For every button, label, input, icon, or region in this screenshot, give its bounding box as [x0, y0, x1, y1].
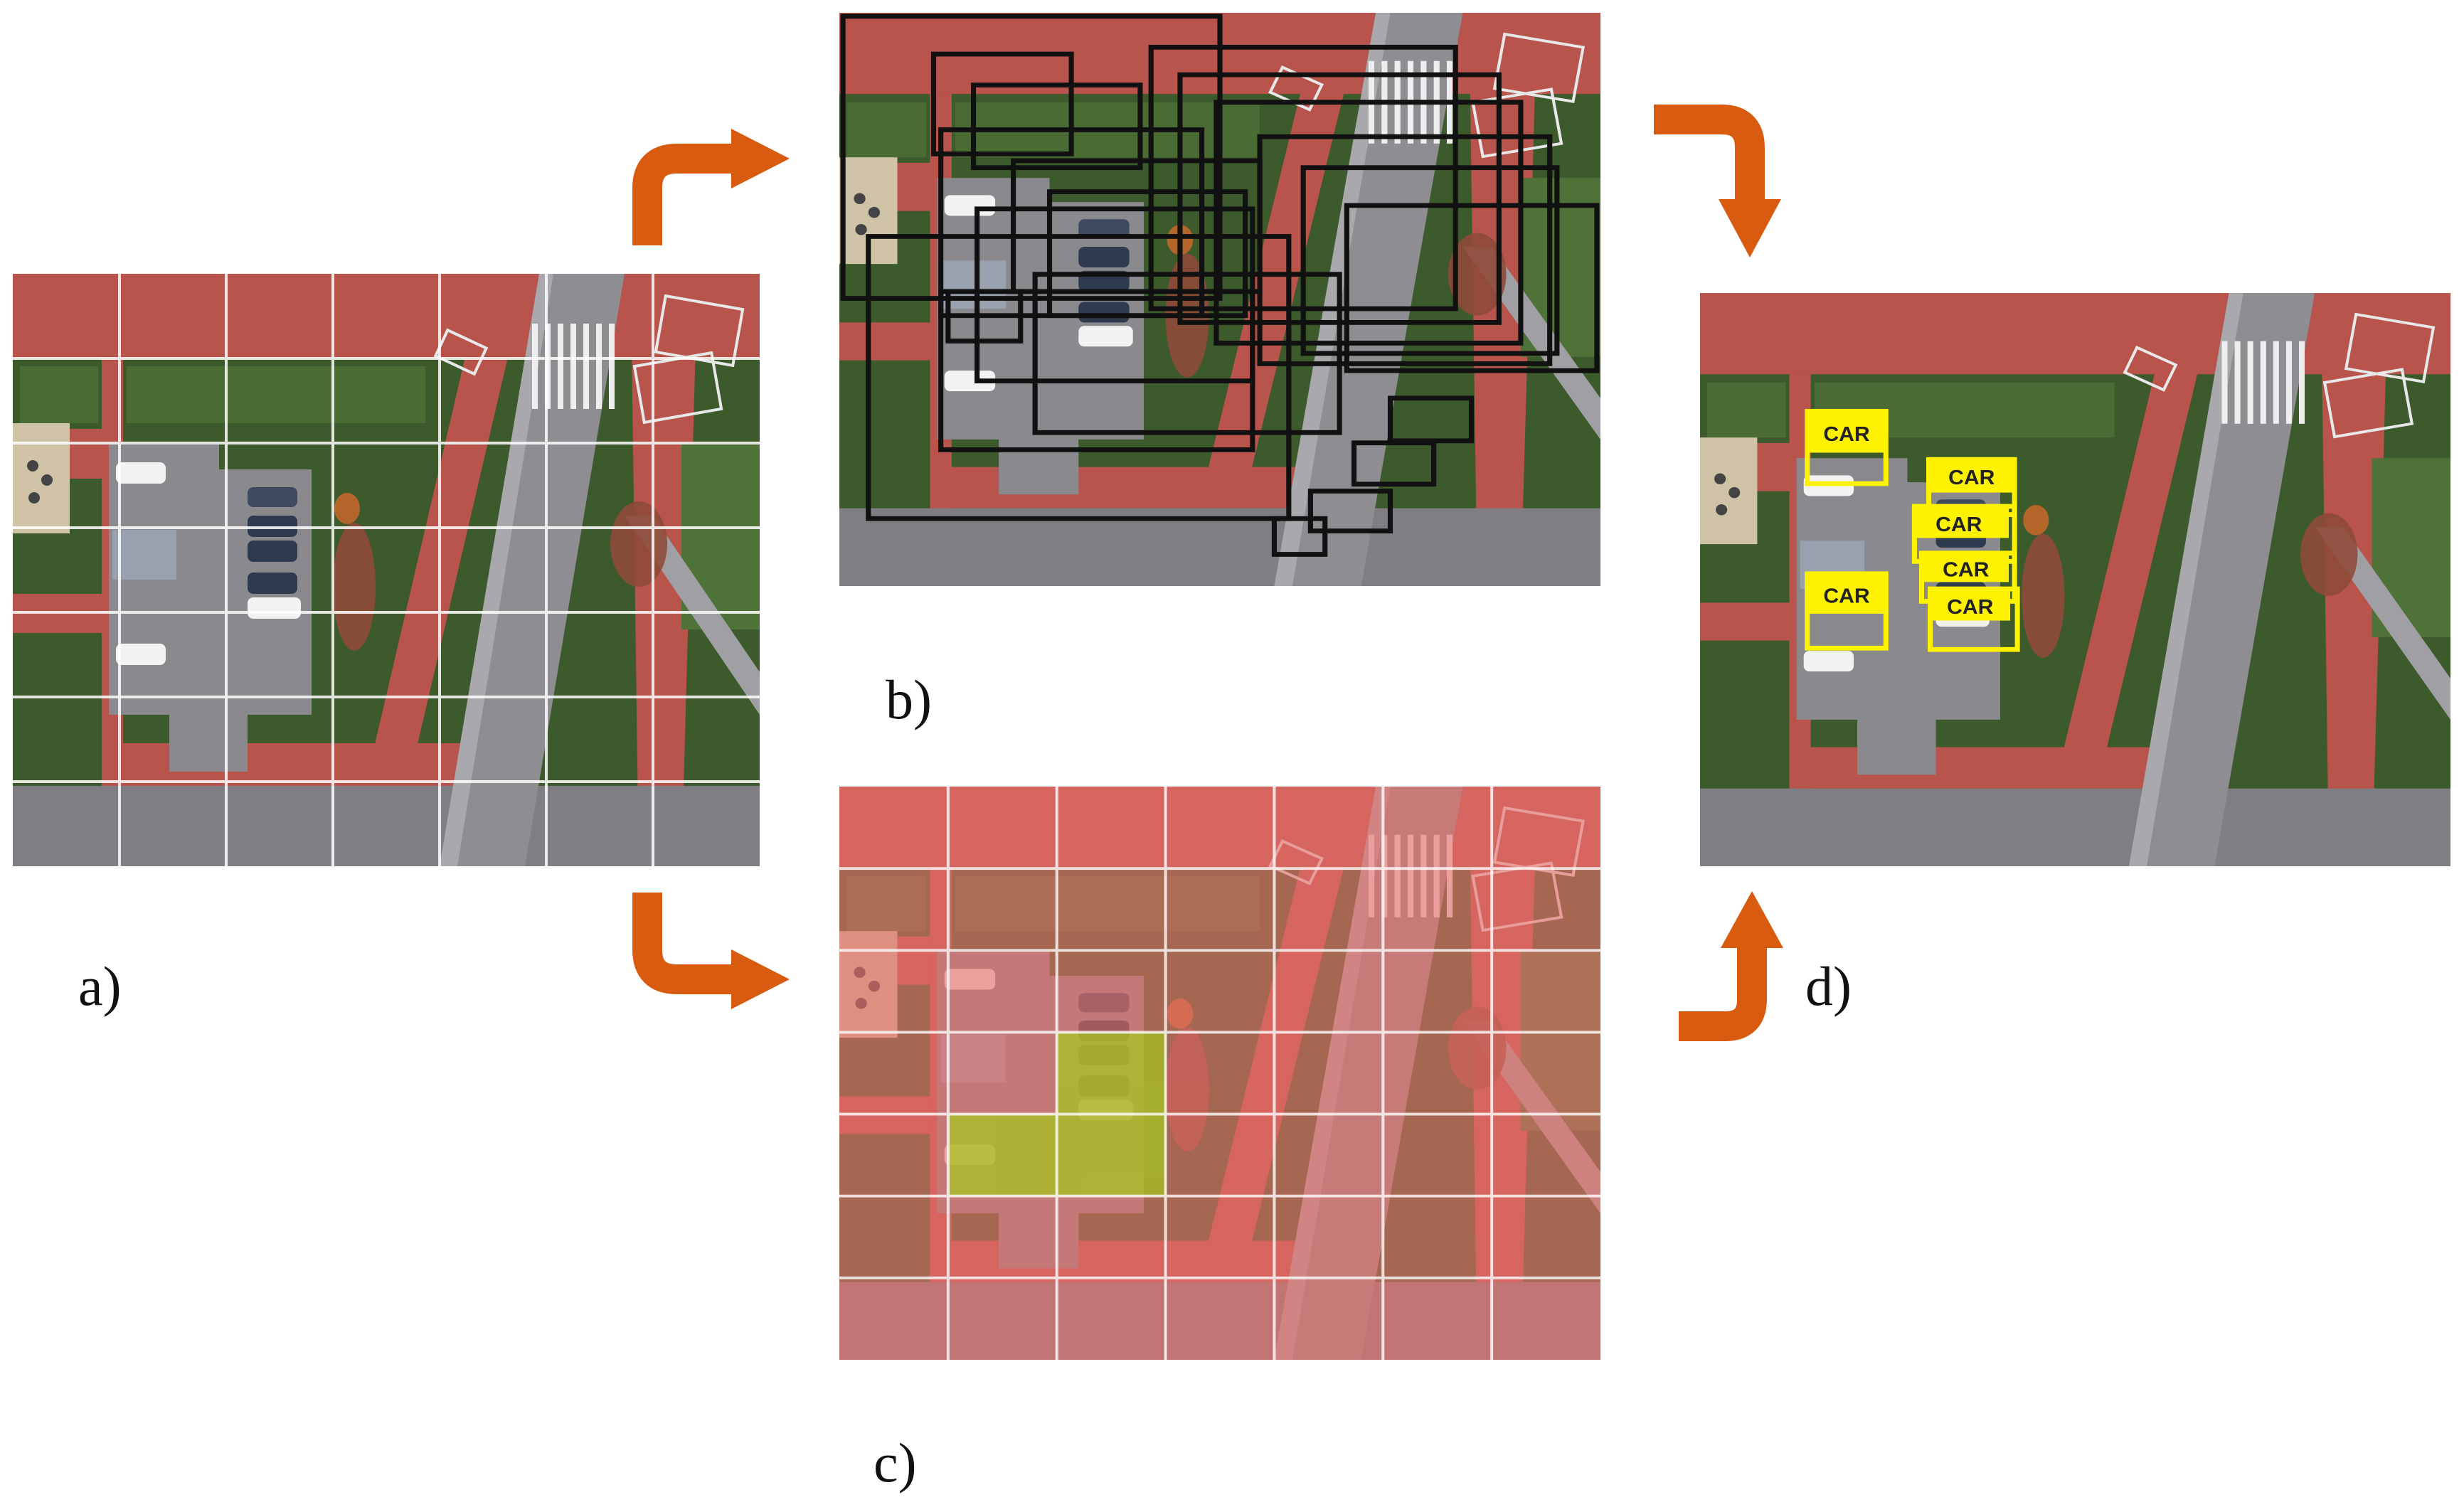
grid-overlay: [839, 787, 1600, 1360]
arrow-b-to-d-icon: [1654, 105, 1781, 257]
detection-tag-1: CAR: [1823, 423, 1869, 446]
label-c: c): [873, 1432, 917, 1494]
detection-tag-5: CAR: [1943, 558, 1989, 581]
detection-tags: [1808, 412, 2014, 621]
grid-overlay: [13, 274, 760, 866]
panel-a-input-grid: [13, 274, 760, 866]
label-b: b): [886, 669, 932, 730]
detection-tag-4: CAR: [1935, 513, 1982, 536]
label-d: d): [1805, 955, 1852, 1017]
detection-tag-2: CAR: [1823, 585, 1869, 607]
detection-tag-3: CAR: [1948, 466, 1995, 489]
panel-c-class-probability-map: [839, 787, 1600, 1360]
detection-tag-6: CAR: [1947, 595, 1993, 618]
bounding-box-proposals: [840, 14, 1600, 557]
arrow-a-to-c-icon: [632, 893, 790, 1009]
background-class-overlay: [839, 787, 1600, 1360]
arrow-c-to-d-icon: [1679, 891, 1783, 1041]
car-class-cells: [947, 1032, 1166, 1196]
label-a: a): [78, 955, 122, 1017]
panel-d-final-detections: CAR CAR CAR CAR CAR CAR: [1700, 293, 2450, 866]
panel-b-bounding-boxes: [839, 13, 1600, 586]
arrow-a-to-b-icon: [632, 129, 790, 245]
